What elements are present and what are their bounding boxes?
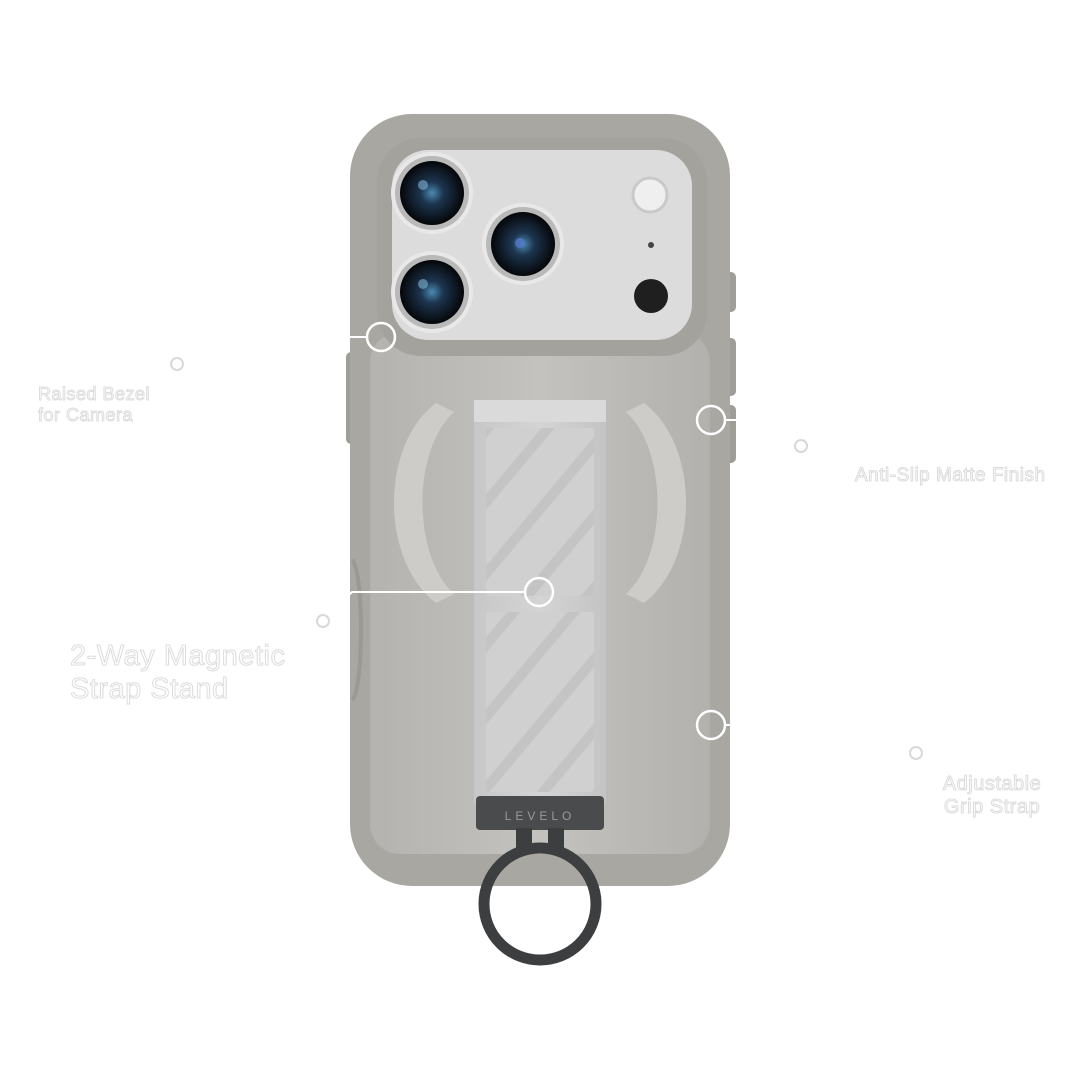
callout-grip-strap-line2: Grip Strap [943, 796, 1041, 819]
microphone-dot [648, 242, 654, 248]
callout-magnetic-stand: 2-Way Magnetic Strap Stand [69, 639, 286, 707]
callout-lines [170, 321, 923, 760]
lidar-sensor [634, 279, 668, 313]
finger-ring [478, 842, 602, 966]
callout-anti-slip: Anti-Slip Matte Finish [855, 465, 1046, 487]
camera-lens-middle [482, 203, 564, 285]
callout-raised-bezel-line2: for Camera [37, 404, 134, 425]
callout-raised-bezel-line1: Raised Bezel [37, 384, 151, 405]
callout-raised-bezel: Raised Bezel for Camera [37, 384, 151, 426]
callout-anti-slip-line1: Anti-Slip Matte Finish [855, 465, 1046, 487]
flash-icon [631, 176, 669, 214]
grip-strap [474, 400, 606, 805]
camera-lens-bottom [391, 251, 473, 333]
camera-module [377, 138, 707, 356]
magsafe-ring [394, 403, 686, 603]
brand-mark: LEVELO [505, 809, 576, 823]
callout-grip-strap: Adjustable Grip Strap [936, 773, 1048, 819]
callout-grip-strap-line1: Adjustable [942, 773, 1042, 796]
callout-magnetic-stand-line1: 2-Way Magnetic [69, 639, 286, 672]
camera-lens-top [391, 152, 473, 234]
callout-magnetic-stand-line2: Strap Stand [69, 673, 229, 706]
